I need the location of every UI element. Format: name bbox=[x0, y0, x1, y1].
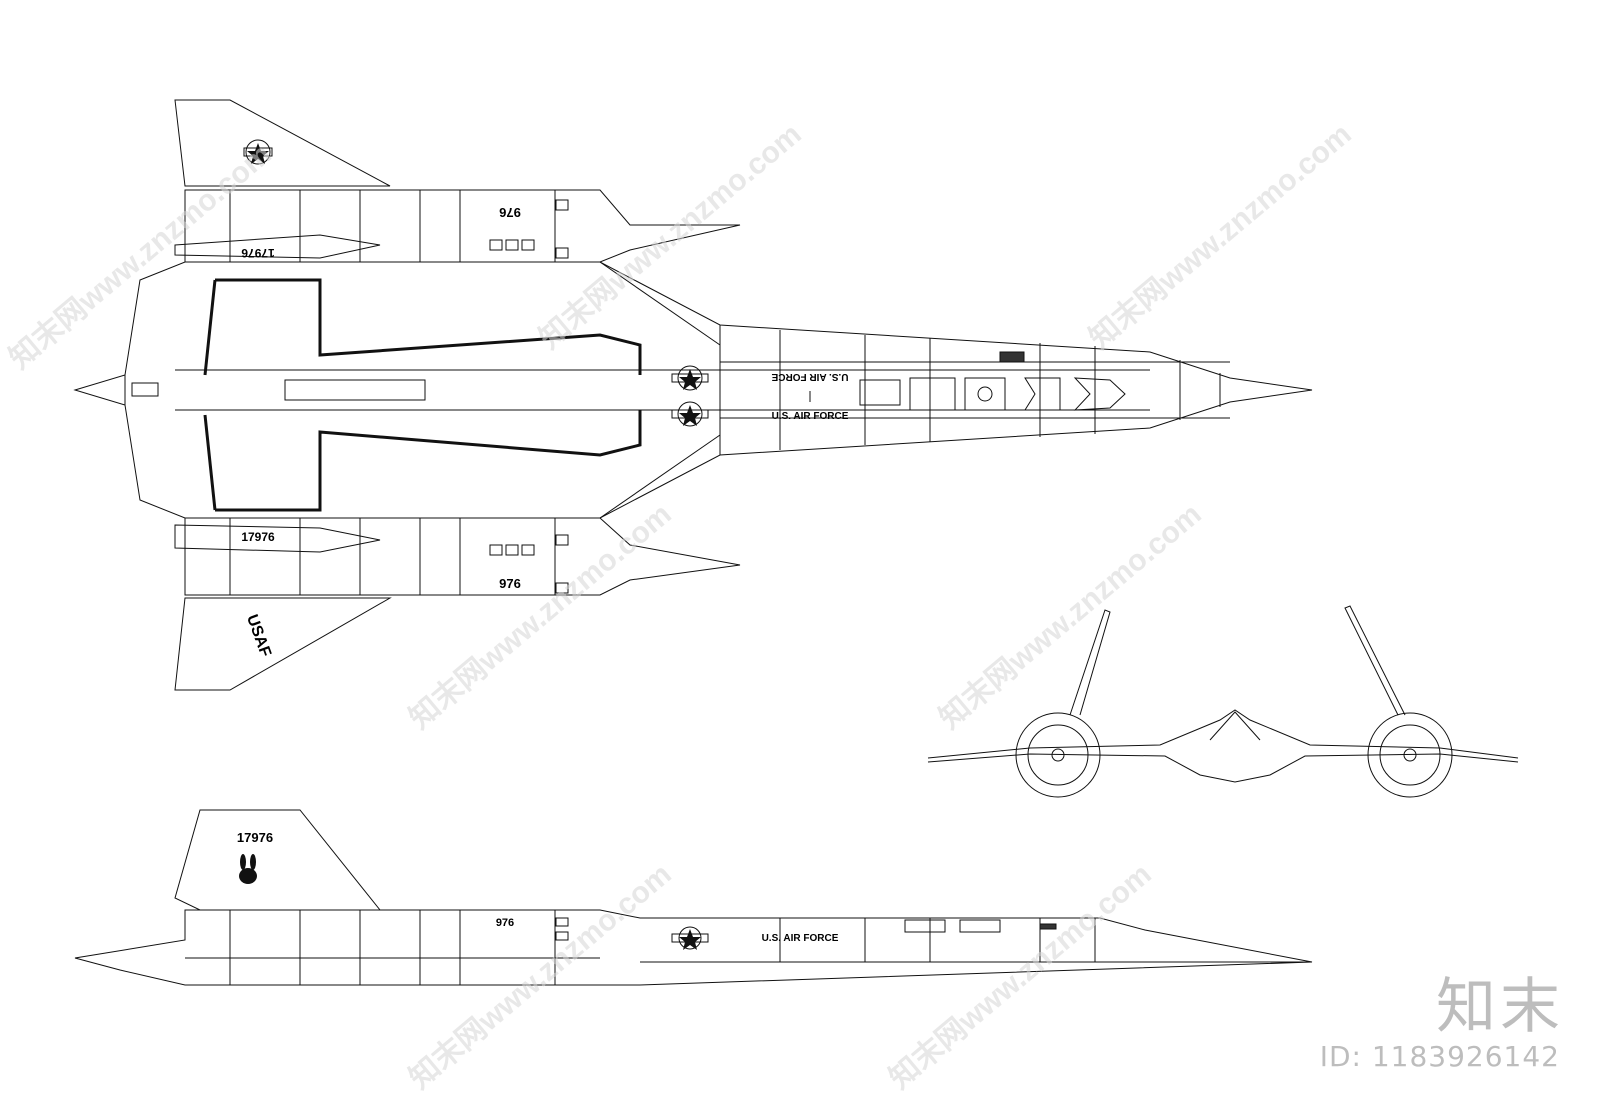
roundel-upper-wing-icon bbox=[243, 139, 273, 165]
top-view: 17976 17976 976 976 U.S. AIR FORCE U.S. … bbox=[73, 99, 1313, 691]
side-fin-number: 17976 bbox=[237, 830, 273, 845]
top-fuselage-text-lower: U.S. AIR FORCE bbox=[772, 411, 849, 422]
side-view: 17976 976 U.S. AIR FORCE bbox=[74, 809, 1313, 986]
side-nacelle-number: 976 bbox=[496, 917, 514, 929]
watermark-brand: 知末 bbox=[1436, 972, 1564, 1042]
top-fuselage-text-upper: U.S. AIR FORCE bbox=[771, 371, 848, 382]
side-fuselage-text: U.S. AIR FORCE bbox=[762, 933, 839, 944]
watermark-text: 知末网www.znzmo.com bbox=[403, 858, 677, 1096]
watermark-text: 知末网www.znzmo.com bbox=[403, 498, 677, 736]
roundel-fuselage-upper-icon bbox=[671, 365, 709, 391]
watermark-id: ID: 1183926142 bbox=[1319, 1040, 1560, 1073]
roundel-side-icon bbox=[671, 926, 709, 950]
watermark-text: 知末网www.znzmo.com bbox=[533, 118, 807, 356]
top-tail-number-lower: 17976 bbox=[241, 530, 275, 544]
top-wing-usaf-text: USAF bbox=[243, 612, 274, 659]
rabbit-emblem-icon bbox=[239, 854, 257, 884]
top-nacelle-number-upper: 976 bbox=[499, 205, 521, 220]
top-tail-number-upper: 17976 bbox=[241, 246, 275, 260]
watermark-text: 知末网www.znzmo.com bbox=[883, 858, 1157, 1096]
watermark-layer: 知末网www.znzmo.com 知末网www.znzmo.com 知末网www… bbox=[3, 118, 1357, 1096]
top-nacelle-number-lower: 976 bbox=[499, 576, 521, 591]
watermark-text: 知末网www.znzmo.com bbox=[933, 498, 1207, 736]
front-view bbox=[927, 605, 1519, 798]
watermark-text: 知末网www.znzmo.com bbox=[1083, 118, 1357, 356]
roundel-fuselage-lower-icon bbox=[671, 401, 709, 427]
